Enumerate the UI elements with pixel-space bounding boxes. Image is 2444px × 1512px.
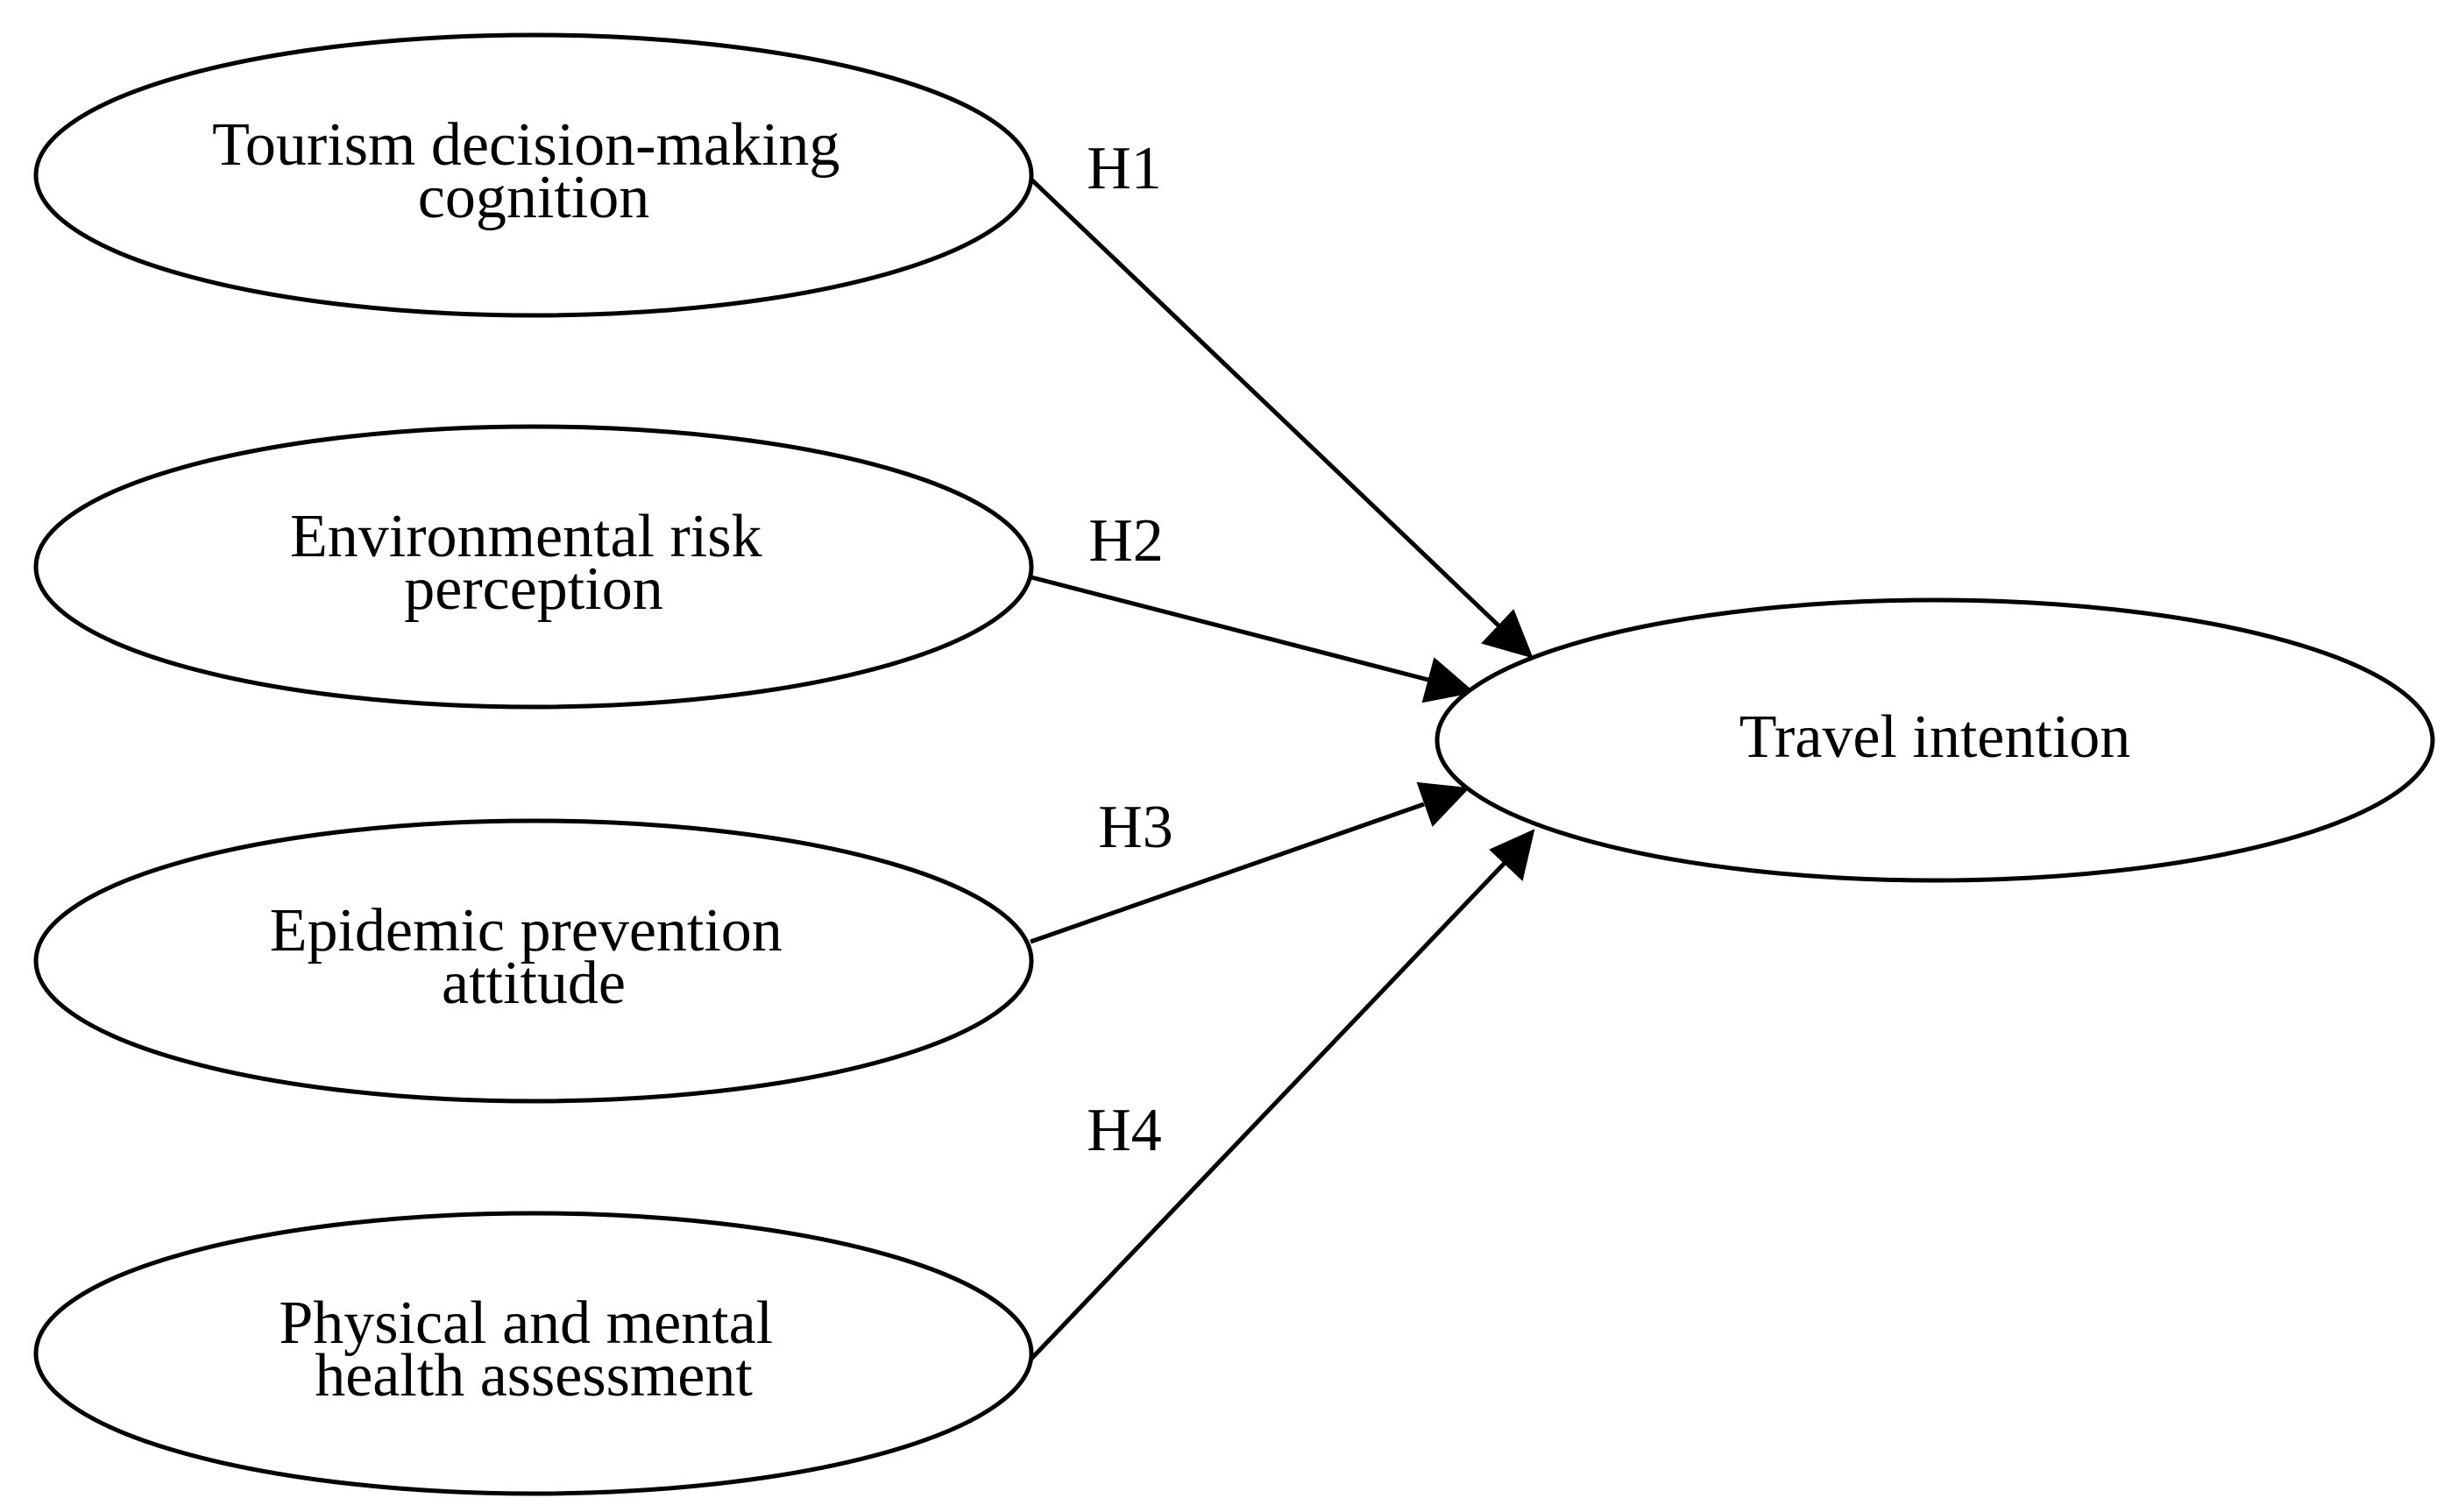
- node-label-line: Tourism decision-making: [212, 111, 839, 179]
- edge-h4-arrowhead: [1489, 829, 1535, 881]
- node-ellipse: [33, 818, 1034, 1104]
- node-label-line: perception: [404, 555, 662, 623]
- edge-h2-arrowhead: [1421, 657, 1476, 703]
- edge-h1-line: [1028, 176, 1500, 627]
- edge-h3: H3: [1030, 781, 1470, 944]
- node-epidemic-prevention-attitude: Epidemic prevention attitude: [33, 818, 1034, 1104]
- node-ellipse: [33, 1211, 1034, 1496]
- node-ellipse: [33, 424, 1034, 710]
- edge-h2-line: [1027, 574, 1429, 682]
- node-travel-intention: Travel intention: [1435, 597, 2435, 883]
- node-label: Physical and mental health assessment: [279, 1289, 788, 1410]
- node-ellipse: [1435, 597, 2435, 883]
- node-ellipse: [33, 32, 1034, 318]
- edge-h3-label: H3: [1098, 794, 1173, 861]
- edge-h1-arrowhead: [1481, 609, 1534, 659]
- edge-h4: H4: [1030, 829, 1535, 1360]
- node-physical-and-mental-health-assessment: Physical and mental health assessment: [33, 1211, 1034, 1496]
- node-label: Environmental risk perception: [290, 503, 777, 623]
- node-label-line: Travel intention: [1739, 703, 2131, 771]
- edge-h4-line: [1030, 858, 1509, 1360]
- node-label-line: health assessment: [315, 1342, 753, 1410]
- node-label: Epidemic prevention attitude: [270, 897, 798, 1017]
- node-label-line: attitude: [442, 950, 626, 1017]
- node-environmental-risk-perception: Environmental risk perception: [33, 424, 1034, 710]
- edge-h1-label: H1: [1087, 135, 1162, 202]
- node-label-line: cognition: [418, 164, 649, 231]
- edge-h1: H1: [1028, 135, 1534, 659]
- edge-h3-line: [1030, 802, 1425, 944]
- node-label-line: Epidemic prevention: [270, 897, 783, 964]
- node-label-line: Environmental risk: [290, 503, 762, 570]
- edge-h2: H2: [1027, 507, 1476, 703]
- edge-h4-label: H4: [1087, 1097, 1162, 1164]
- edge-h2-label: H2: [1088, 507, 1164, 575]
- node-tourism-decision-making-cognition: Tourism decision-making cognition: [33, 32, 1034, 318]
- node-label-line: Physical and mental: [279, 1289, 773, 1357]
- edge-h3-arrowhead: [1416, 781, 1470, 827]
- node-label: Tourism decision-making cognition: [212, 111, 855, 231]
- node-label: Travel intention: [1739, 703, 2131, 771]
